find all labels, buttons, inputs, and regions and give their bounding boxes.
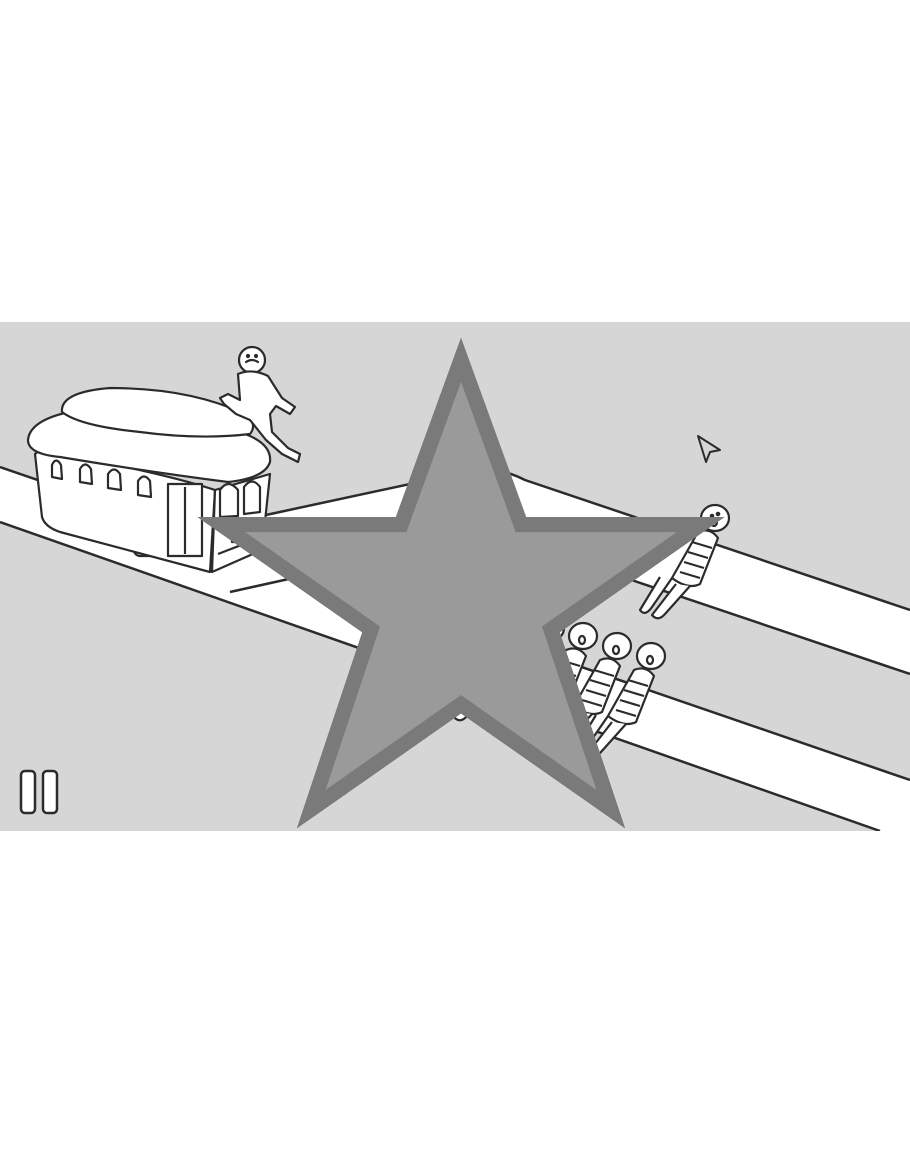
pause-icon [19, 769, 59, 815]
lever-man [218, 345, 302, 464]
pause-button[interactable] [18, 768, 62, 818]
trolley [26, 386, 272, 574]
star-icon [197, 338, 725, 829]
game-canvas[interactable] [0, 322, 910, 831]
person-side-track [638, 503, 731, 620]
pointer-arrow-icon [694, 432, 724, 466]
